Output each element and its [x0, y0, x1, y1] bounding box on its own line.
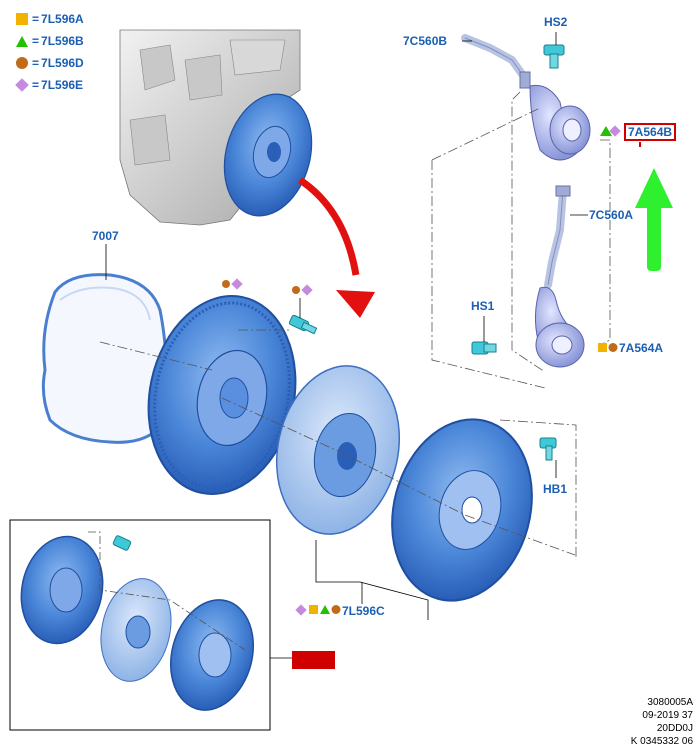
label-hs2[interactable]: HS2: [544, 15, 568, 29]
label-hs1[interactable]: HS1: [471, 299, 495, 313]
bolt-hs1: [471, 341, 497, 355]
hydraulic-line-7c560a: [544, 185, 571, 289]
footer-line: K 0345332 06: [630, 736, 693, 747]
circle-marker-icon: [16, 57, 28, 69]
label-7a564b[interactable]: 7A564B: [624, 123, 677, 141]
kit-bolt: [112, 535, 132, 551]
legend-item: = 7L596B: [16, 30, 84, 52]
cover-7007: [41, 273, 169, 444]
label-hb1[interactable]: HB1: [543, 482, 568, 496]
label-7007[interactable]: 7007: [92, 229, 119, 243]
label-7c560a[interactable]: 7C560A: [589, 208, 634, 222]
slave-cylinder-7a564b: [529, 84, 591, 161]
triangle-marker-icon: [16, 35, 28, 47]
dual-mass-flywheel: [147, 295, 297, 495]
footer-line: 20DD0J: [656, 723, 693, 734]
kit-dashed-lines: [88, 531, 246, 651]
kit-disc: [100, 578, 172, 682]
label-7a564a[interactable]: 7A564A: [619, 341, 664, 355]
footer-line: 09-2019 37: [642, 710, 693, 721]
square-marker-icon: [16, 13, 28, 25]
red-direction-arrow: [298, 177, 375, 318]
drawing-reference: 3080005A 09-2019 37 20DD0J K 0345332 06: [631, 696, 693, 748]
legend-item: = 7L596E: [15, 74, 84, 96]
diamond-marker-icon: [15, 78, 29, 92]
green-direction-arrow: [635, 168, 673, 271]
markers-bolt: [292, 284, 313, 296]
label-7c560b[interactable]: 7C560B: [403, 34, 448, 48]
markers-7l596c: [295, 604, 341, 616]
legend-code: 7L596D: [41, 56, 84, 70]
label-7l596c[interactable]: 7L596C: [342, 604, 385, 618]
markers-7a564a: [598, 343, 618, 352]
pressure-plate: [391, 418, 533, 602]
hydraulic-line-7c560b: [461, 34, 531, 89]
bolt-hs2: [543, 44, 565, 69]
clutch-disc: [275, 365, 401, 535]
flywheel-bolt: [288, 314, 318, 335]
legend-code: 7L596B: [41, 34, 84, 48]
legend-code: 7L596E: [41, 78, 84, 92]
legend: = 7L596A = 7L596B = 7L596D = 7L596E: [15, 8, 84, 96]
legend-item: = 7L596A: [16, 8, 84, 30]
kit-flywheel: [20, 535, 104, 645]
slave-cylinder-7a564a: [534, 286, 585, 368]
markers-flywheel: [222, 278, 243, 290]
legend-code: 7L596A: [41, 12, 84, 26]
legend-item: = 7L596D: [16, 52, 84, 74]
assembly-dashed-outline: [99, 91, 611, 560]
mounted-clutch-on-engine: [223, 93, 313, 217]
bolt-hb1: [539, 437, 557, 461]
label-7c597[interactable]: 7C597: [292, 651, 336, 669]
markers-7a564b: [600, 125, 621, 137]
kit-pressure-plate: [169, 599, 255, 711]
bracket-7l596c: [315, 540, 429, 620]
footer-line: 3080005A: [647, 697, 693, 708]
